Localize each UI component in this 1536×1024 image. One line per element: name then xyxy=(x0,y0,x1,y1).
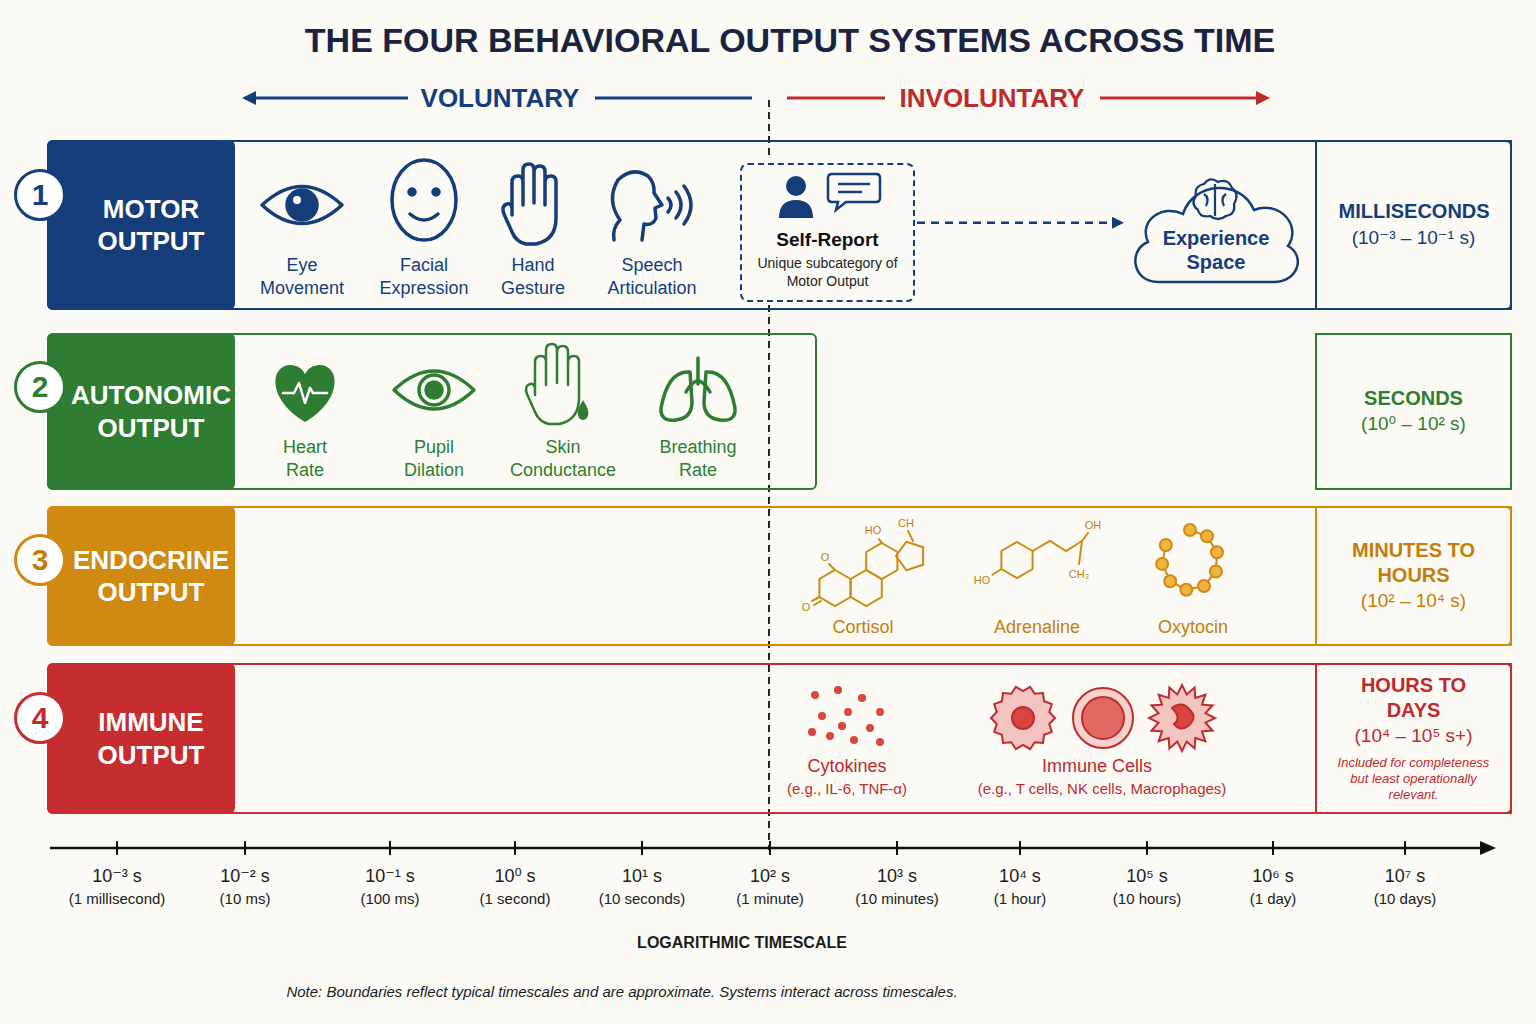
axis-tick-label: 10¹ s xyxy=(622,865,662,888)
node-text: MILLISECONDS xyxy=(1339,199,1489,223)
icon-label: Oxytocin xyxy=(1158,616,1228,639)
node-text: (10⁰ – 10² s) xyxy=(1361,412,1466,437)
caption: Note: Boundaries reflect typical timesca… xyxy=(286,983,957,1002)
icon-label: Pupil Dilation xyxy=(394,436,474,481)
immune-drawings xyxy=(808,685,1215,751)
divider-line xyxy=(768,100,770,850)
node-text: AUTONOMIC OUTPUT xyxy=(49,335,235,488)
icon-label: Breathing Rate xyxy=(652,436,744,481)
axis-ticks xyxy=(117,841,1405,855)
axis-tick-note: (100 ms) xyxy=(360,890,419,909)
axis-tick-note: (1 second) xyxy=(480,890,551,909)
region-label: VOLUNTARY xyxy=(421,82,580,115)
timescale-box: MINUTES TO HOURS(10² – 10⁴ s) xyxy=(1315,506,1512,646)
node-text: HOURS TO DAYS xyxy=(1339,673,1489,722)
molecule-drawings xyxy=(812,524,1223,606)
axis-tick-label: 10² s xyxy=(750,865,790,888)
node-text: (10² – 10⁴ s) xyxy=(1361,589,1466,614)
atom-label: O xyxy=(801,602,812,613)
axis-tick-note: (10 seconds) xyxy=(599,890,686,909)
timescale-box: MILLISECONDS (10⁻³ – 10⁻¹ s) xyxy=(1315,140,1512,310)
title: THE FOUR BEHAVIORAL OUTPUT SYSTEMS ACROS… xyxy=(305,19,1275,62)
number-circle: 2 xyxy=(14,361,66,413)
icon-label: Speech Articulation xyxy=(597,254,707,299)
atom-label: OH xyxy=(1084,520,1103,531)
axis-tick-label: 10⁵ s xyxy=(1126,865,1167,888)
region-label: INVOLUNTARY xyxy=(900,82,1085,115)
example-label: (e.g., IL-6, TNF-α) xyxy=(787,780,907,799)
example-label: (e.g., T cells, NK cells, Macrophages) xyxy=(978,780,1227,799)
node-text: (10⁴ – 10⁵ s+) xyxy=(1355,724,1473,749)
time-axis xyxy=(50,841,1496,855)
autonomic-icons xyxy=(277,344,735,424)
timescale-box: HOURS TO DAYS(10⁴ – 10⁵ s+) Included for … xyxy=(1315,663,1512,814)
node-text: 4 xyxy=(32,703,49,733)
generated-strokes xyxy=(117,524,1405,855)
node-text: ENDOCRINE OUTPUT xyxy=(49,508,235,644)
node-text: MINUTES TO HOURS xyxy=(1339,538,1489,587)
axis-tick-note: (1 hour) xyxy=(994,890,1047,909)
node-text: 1 xyxy=(32,180,49,210)
icon-label: Skin Conductance xyxy=(507,436,619,481)
self-report-box: Self-ReportUnique subcategory of Motor O… xyxy=(740,163,915,302)
axis-tick-label: 10⁴ s xyxy=(999,865,1041,888)
axis-tick-note: (1 minute) xyxy=(736,890,804,909)
timescale-box: SECONDS(10⁰ – 10² s) xyxy=(1315,333,1512,490)
cloud-shape xyxy=(1135,188,1297,282)
node-text: 3 xyxy=(32,545,49,575)
atom-label: O xyxy=(820,552,831,563)
node-text: Included for completeness but least oper… xyxy=(1331,755,1496,804)
icon-label: Facial Expression xyxy=(374,254,474,299)
icon-label: Adrenaline xyxy=(994,616,1080,639)
band-blocks xyxy=(47,140,235,814)
self-report-icon xyxy=(779,174,880,218)
experience-cloud: Experience Space xyxy=(1128,170,1304,286)
system-band: IMMUNE OUTPUT4HOURS TO DAYS(10⁴ – 10⁵ s+… xyxy=(47,663,1512,814)
node-text: SECONDS xyxy=(1339,386,1489,410)
motor-icons xyxy=(262,160,691,244)
axis-tick-label: 10⁷ s xyxy=(1385,865,1426,888)
axis-tick-label: 10⁻¹ s xyxy=(365,865,415,888)
axis-tick-note: (10 days) xyxy=(1374,890,1437,909)
node-text: Unique subcategory of Motor Output xyxy=(748,254,907,290)
system-band: ENDOCRINE OUTPUT3MINUTES TO HOURS(10² – … xyxy=(47,506,1512,646)
dashed-arrow xyxy=(917,222,1122,225)
axis-title: LOGARITHMIC TIMESCALE xyxy=(637,933,847,953)
number-circle: 3 xyxy=(14,534,66,586)
node-text: Experience Space xyxy=(1151,226,1281,274)
axis-tick-note: (1 millisecond) xyxy=(69,890,166,909)
axis-tick-label: 10³ s xyxy=(877,865,917,888)
axis-tick-note: (10 minutes) xyxy=(855,890,938,909)
axis-tick-note: (10 ms) xyxy=(220,890,271,909)
number-circle: 1 xyxy=(14,169,66,221)
node-text: 2 xyxy=(32,372,49,402)
node-text: Self-Report xyxy=(776,228,878,252)
number-circle: 4 xyxy=(14,692,66,744)
direction-arrows xyxy=(242,91,1270,105)
node-text: MOTOR OUTPUT xyxy=(49,142,235,308)
axis-tick-label: 10⁶ s xyxy=(1252,865,1293,888)
node-text: IMMUNE OUTPUT xyxy=(49,665,235,812)
axis-tick-label: 10⁻² s xyxy=(220,865,270,888)
atom-label: HO xyxy=(864,525,883,536)
brain-icon xyxy=(1193,179,1236,219)
atom-label: CH xyxy=(897,518,915,529)
axis-tick-label: 10⁰ s xyxy=(494,865,535,888)
atom-label: CH₃ xyxy=(1068,569,1090,580)
icon-label: Cortisol xyxy=(832,616,893,639)
icon-label: Cytokines xyxy=(807,755,886,778)
icon-label: Immune Cells xyxy=(1042,755,1152,778)
node-text: (10⁻³ – 10⁻¹ s) xyxy=(1352,226,1476,251)
axis-tick-label: 10⁻³ s xyxy=(92,865,142,888)
icon-label: Hand Gesture xyxy=(493,254,573,299)
axis-tick-note: (1 day) xyxy=(1250,890,1297,909)
axis-tick-note: (10 hours) xyxy=(1113,890,1181,909)
icon-label: Eye Movement xyxy=(257,254,347,299)
icon-label: Heart Rate xyxy=(270,436,340,481)
atom-label: HO xyxy=(973,575,992,586)
